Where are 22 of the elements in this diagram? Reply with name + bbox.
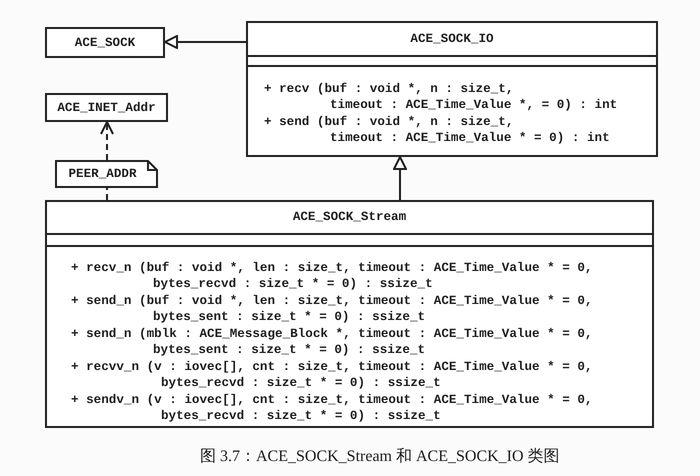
class-name: ACE_SOCK_Stream	[292, 209, 406, 226]
note-shape	[55, 160, 158, 188]
inheritance-arrow	[393, 156, 407, 200]
method-signature: + recv_n (buf : void *, len : size_t, timeout : ACE_Time_Value * = 0, bytes_recvd : size_t * = 0) : ssize_t	[71, 260, 592, 293]
method-signature: + recvv_n (v : iovec[], cnt : size_t, timeout : ACE_Time_Value * = 0, bytes_recvd : size_t * = 0) : ssize_t	[71, 359, 592, 392]
figure-caption: 图 3.7：ACE_SOCK_Stream 和 ACE_SOCK_IO 类图	[200, 446, 560, 467]
method-signature: + send_n (buf : void *, len : size_t, timeout : ACE_Time_Value * = 0, bytes_sent : size_t * = 0) : ssize_t	[71, 293, 592, 326]
class-name: ACE_SOCK	[74, 36, 136, 50]
class-box	[45, 93, 168, 122]
inheritance-arrow	[164, 35, 246, 49]
method-signature: + sendv_n (v : iovec[], cnt : size_t, timeout : ACE_Time_Value * = 0, bytes_recvd : size_t * = 0) : ssize_t	[71, 392, 592, 425]
note-text: PEER_ADDR	[68, 167, 137, 181]
dependency-arrow	[100, 121, 114, 160]
class-name: ACE_INET_Addr	[57, 100, 156, 114]
class-box	[246, 21, 658, 157]
class-name: ACE_SOCK_IO	[410, 31, 494, 48]
method-signature: + send (buf : void *, n : size_t, timeout : ACE_Time_Value * = 0) : int	[264, 114, 610, 147]
class-box	[45, 27, 165, 58]
dashed-line	[106, 188, 108, 200]
method-signature: + recv (buf : void *, n : size_t, timeout : ACE_Time_Value *, = 0) : int	[264, 81, 618, 114]
class-box	[45, 200, 654, 428]
method-signature: + send_n (mblk : ACE_Message_Block *, timeout : ACE_Time_Value * = 0, bytes_sent : size_t * = 0) : ssize_t	[71, 326, 592, 359]
